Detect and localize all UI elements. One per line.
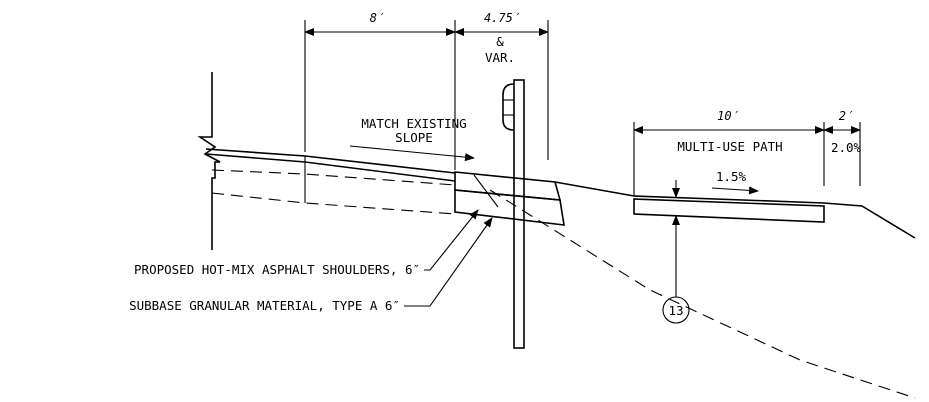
dim-barrier-offset-1: 4.75′ xyxy=(484,11,520,25)
existing-curb xyxy=(197,72,221,250)
callout-asphalt-text: PROPOSED HOT-MIX ASPHALT SHOULDERS, 6″ xyxy=(134,262,420,277)
dimension-barrier: 4.75′ & VAR. xyxy=(454,11,549,160)
path-slope-label: 1.5% xyxy=(716,169,747,184)
dim-path-shoulder: 2′ xyxy=(839,109,853,123)
callout-subbase: SUBBASE GRANULAR MATERIAL, TYPE A 6″ xyxy=(129,217,493,313)
callout-asphalt: PROPOSED HOT-MIX ASPHALT SHOULDERS, 6″ xyxy=(134,209,479,277)
dim-shoulder-width: 8′ xyxy=(370,11,384,25)
dimension-10ft: 10′ xyxy=(633,109,825,196)
callout-subbase-text: SUBBASE GRANULAR MATERIAL, TYPE A 6″ xyxy=(129,298,400,313)
dimension-8ft: 8′ xyxy=(304,11,456,170)
guardrail-post xyxy=(502,79,525,349)
dim-barrier-offset-2: & xyxy=(496,34,504,49)
multi-use-path-slab xyxy=(633,198,825,223)
proposed-shoulder xyxy=(454,171,565,226)
multi-use-path-label: MULTI-USE PATH xyxy=(677,139,782,154)
existing-pavement xyxy=(205,148,456,215)
path-slope-note: 1.5% xyxy=(711,169,759,195)
match-slope-line2: SLOPE xyxy=(395,130,433,145)
grade-line xyxy=(489,181,916,399)
match-slope-line1: MATCH EXISTING xyxy=(361,116,466,131)
dim-barrier-offset-3: VAR. xyxy=(485,50,515,65)
match-slope-note: MATCH EXISTING SLOPE xyxy=(349,116,475,162)
detail-bubble: 13 xyxy=(662,180,690,324)
shoulder-slope-label: 2.0% xyxy=(831,140,862,155)
dim-path-width: 10′ xyxy=(717,109,739,123)
detail-number: 13 xyxy=(668,303,683,318)
dimension-2ft: 2′ xyxy=(823,109,861,186)
